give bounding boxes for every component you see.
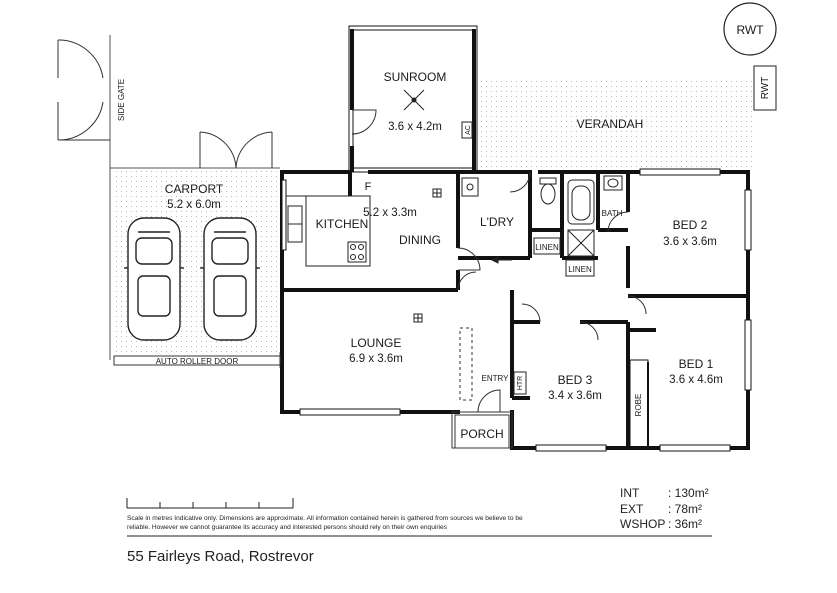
- entry-label: ENTRY: [482, 374, 510, 383]
- laundry-label: L'DRY: [480, 215, 514, 229]
- light-fittings: [413, 188, 442, 323]
- heater: [513, 371, 527, 395]
- sunroom-door: [351, 109, 377, 135]
- rwt-label-slim: RWT: [760, 77, 771, 100]
- robe: [629, 359, 649, 449]
- car-right: [200, 217, 260, 341]
- porch-label: PORCH: [460, 427, 503, 441]
- rwt-tank-round: [723, 2, 777, 56]
- area-row-int: INT : 130m²: [620, 486, 728, 502]
- ac-unit: [461, 121, 473, 139]
- linen-laundry: [533, 237, 561, 255]
- shower-icon: [567, 229, 595, 257]
- sunroom-walls: [348, 25, 478, 173]
- area-row-wshop: WSHOP : 36m²: [620, 517, 728, 533]
- rwt-tank-slim: [753, 65, 777, 111]
- property-address: 55 Fairleys Road, Rostrevor: [127, 548, 314, 565]
- side-gate: [57, 39, 110, 141]
- carport-dims: 5.2 x 6.0m: [167, 199, 221, 211]
- fridge-label: F: [365, 181, 372, 193]
- entry-arrow-icon: [490, 256, 512, 264]
- roller-door: [113, 355, 281, 366]
- toilet-icon: [539, 177, 557, 205]
- exterior-walls: [280, 170, 750, 450]
- area-label: WSHOP: [620, 517, 666, 531]
- robe-label: ROBE: [634, 394, 643, 417]
- linen-hall: [565, 259, 595, 277]
- carport-gate: [199, 131, 273, 169]
- bed3-label: BED 3: [558, 373, 593, 387]
- kitchen-bench: [286, 195, 371, 267]
- sunroom-dims: 3.6 x 4.2m: [388, 121, 442, 133]
- bed1-label: BED 1: [679, 357, 714, 371]
- linen-label-1: LINEN: [535, 243, 559, 252]
- htr-label: HTR: [517, 376, 524, 390]
- laundry-trough: [461, 177, 479, 197]
- ac-label: AC: [465, 125, 472, 135]
- area-value: : 130m²: [668, 486, 709, 500]
- area-value: : 78m²: [668, 501, 703, 516]
- windows: [281, 168, 752, 452]
- lounge-label: LOUNGE: [351, 336, 402, 350]
- roller-door-label: AUTO ROLLER DOOR: [156, 357, 239, 366]
- interior-walls: [282, 172, 748, 448]
- kitchen-label: KITCHEN: [316, 217, 369, 231]
- entry-dashed: [459, 327, 473, 401]
- porch-outline: [451, 411, 513, 449]
- lounge-dims: 6.9 x 3.6m: [349, 353, 403, 365]
- dining-dims: 5.2 x 3.3m: [363, 207, 417, 219]
- car-left: [124, 217, 184, 341]
- verandah-label: VERANDAH: [577, 117, 644, 131]
- area-row-ext: EXT : 78m²: [620, 502, 728, 518]
- bed1-dims: 3.6 x 4.6m: [669, 374, 723, 386]
- linen-label-2: LINEN: [568, 265, 592, 274]
- bathtub-icon: [567, 179, 595, 225]
- bath-label: BATH: [602, 209, 623, 218]
- bed2-label: BED 2: [673, 218, 708, 232]
- dining-label: DINING: [399, 233, 441, 247]
- door-swings: [457, 171, 647, 413]
- scale-disclaimer: Scale in metres Indicative only. Dimensi…: [127, 515, 523, 531]
- area-label: EXT: [620, 501, 644, 516]
- sunroom-label: SUNROOM: [384, 70, 447, 84]
- area-summary: INT : 130m² EXT : 78m² WSHOP : 36m²: [620, 486, 728, 533]
- vanity-icon: [603, 175, 623, 191]
- carport-label: CARPORT: [165, 182, 224, 196]
- area-label: INT: [620, 486, 640, 500]
- area-value: : 36m²: [668, 517, 703, 531]
- side-gate-label: SIDE GATE: [117, 79, 126, 121]
- bed3-dims: 3.4 x 3.6m: [548, 390, 602, 402]
- ceiling-fan-icon: [403, 89, 425, 111]
- verandah-floor: [478, 78, 756, 170]
- scale-bar: [126, 498, 294, 509]
- bed2-dims: 3.6 x 3.6m: [663, 236, 717, 248]
- rwt-label-round: RWT: [736, 23, 764, 37]
